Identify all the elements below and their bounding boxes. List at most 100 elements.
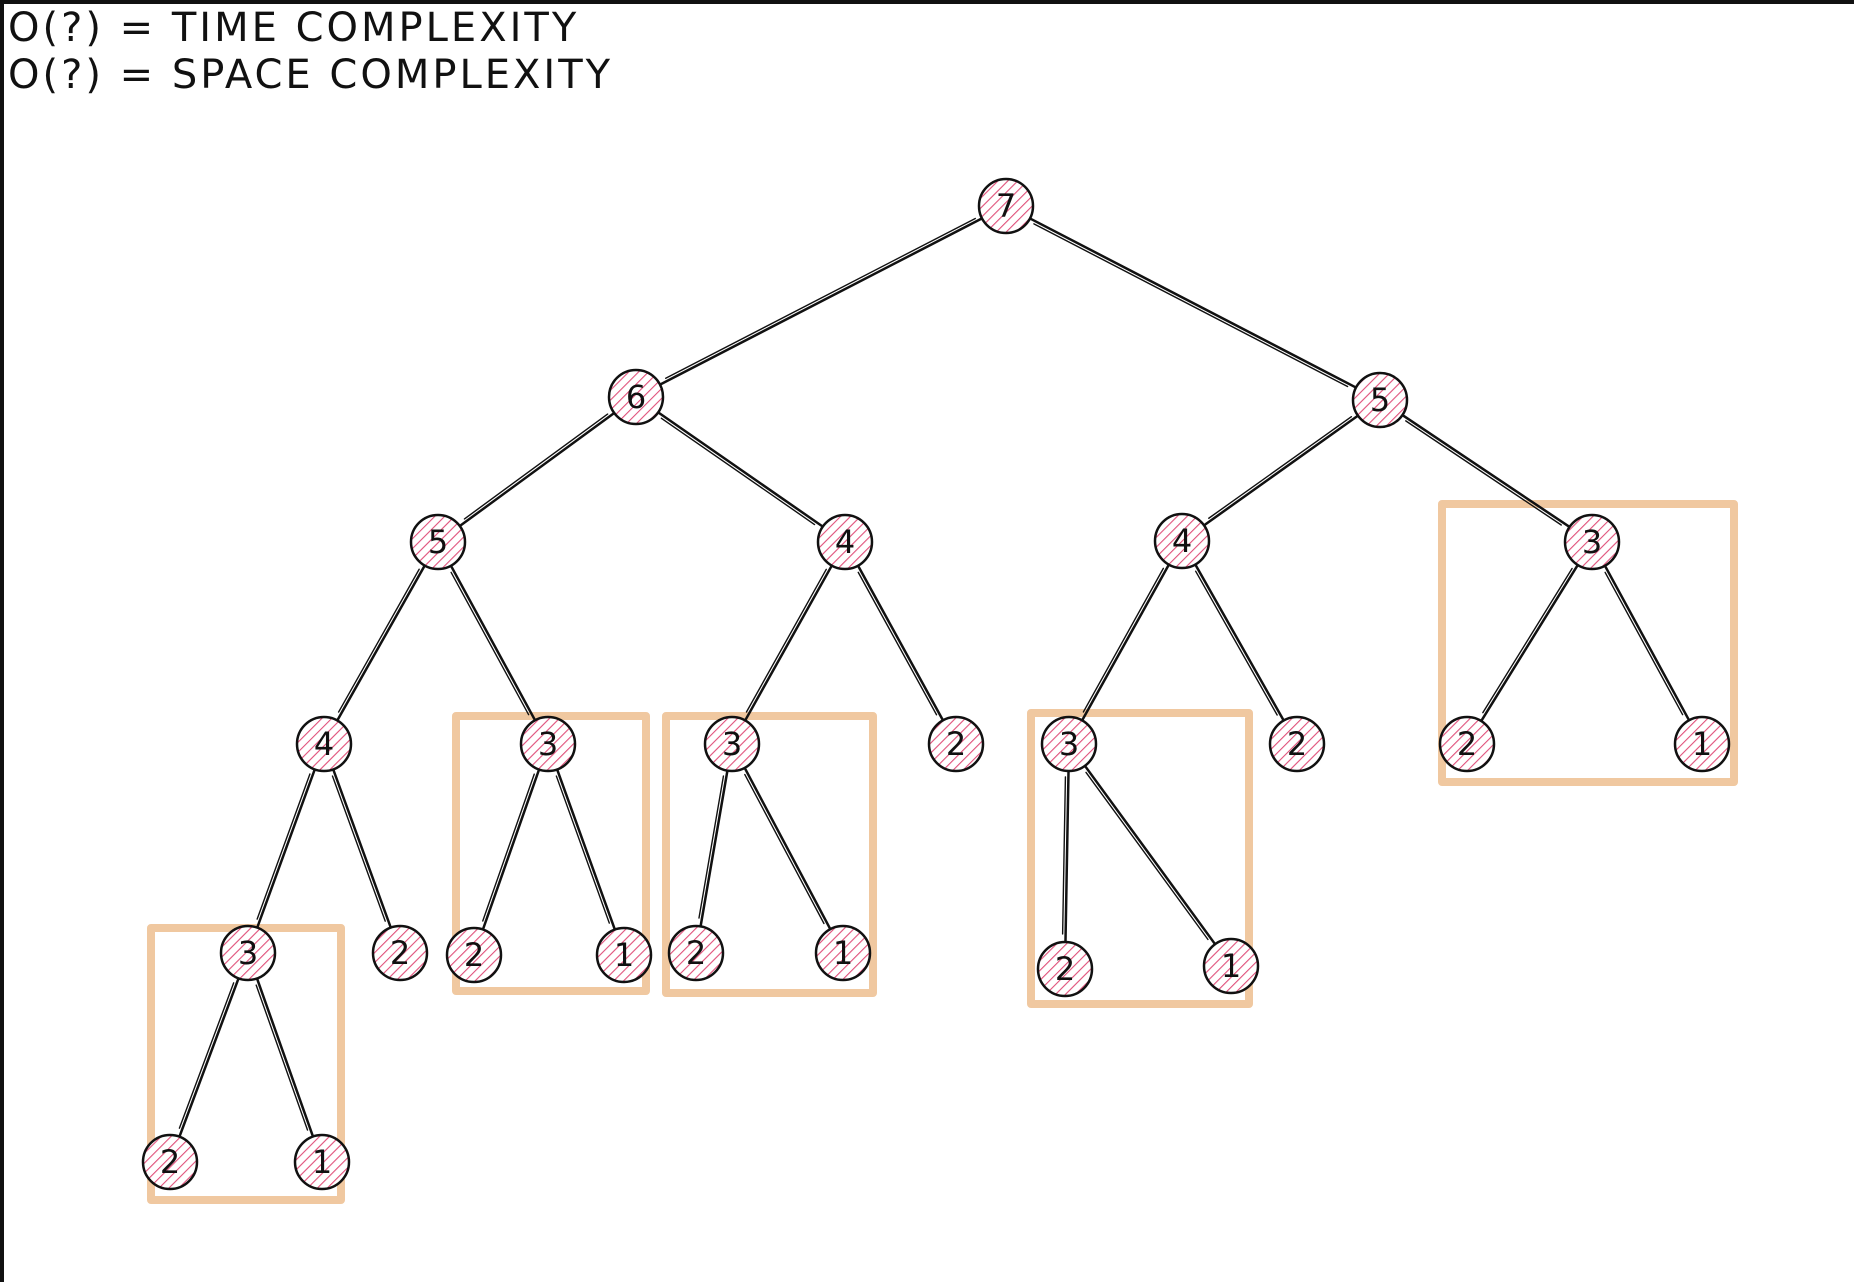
tree-node: 3 xyxy=(219,924,277,982)
tree-node-circle xyxy=(1563,513,1621,571)
tree-edge-n9-n18 xyxy=(481,768,541,931)
tree-node: 2 xyxy=(1268,715,1326,773)
tree-node: 5 xyxy=(1351,371,1409,429)
tree-node-label: 2 xyxy=(1055,950,1075,988)
tree-node-circle xyxy=(1153,512,1211,570)
tree-node-label: 4 xyxy=(835,523,855,561)
tree-edge-n4-n8 xyxy=(336,564,426,722)
tree-edge-n16-n24 xyxy=(178,977,240,1138)
tree-node: 4 xyxy=(816,513,874,571)
tree-node-circle xyxy=(927,715,985,773)
tree-node-label: 3 xyxy=(238,934,258,972)
tree-node-label: 1 xyxy=(833,934,853,972)
tree-node-circle xyxy=(1351,371,1409,429)
tree-node: 2 xyxy=(667,924,725,982)
tree-node: 1 xyxy=(1202,937,1260,995)
tree-node-circle xyxy=(519,715,577,773)
tree-node-circle xyxy=(1036,940,1094,998)
heading-time-complexity: O(?) = TIME COMPLEXITY xyxy=(8,5,580,51)
tree-node-circle xyxy=(977,177,1035,235)
tree-node-circle xyxy=(1040,715,1098,773)
tree-node: 4 xyxy=(1153,512,1211,570)
tree-node-circle xyxy=(816,513,874,571)
tree-node: 1 xyxy=(1673,715,1731,773)
tree-edge-n1-n3 xyxy=(1028,217,1358,389)
tree-node-circle xyxy=(1438,715,1496,773)
tree-node: 3 xyxy=(1563,513,1621,571)
tree-node-label: 5 xyxy=(428,523,448,561)
tree-edge-n6-n12 xyxy=(1080,563,1171,722)
tree-edge-n12-n22 xyxy=(1061,769,1070,944)
tree-node-label: 2 xyxy=(390,934,410,972)
tree-node-circle xyxy=(607,368,665,426)
tree-edge-n7-n15 xyxy=(1603,564,1691,722)
highlight-box-5 xyxy=(1438,500,1738,786)
tree-node-label: 1 xyxy=(1692,725,1712,763)
tree-edge-n8-n17 xyxy=(331,768,393,929)
tree-node: 4 xyxy=(295,715,353,773)
tree-node-label: 1 xyxy=(1221,947,1241,985)
tree-node: 1 xyxy=(293,1133,351,1191)
tree-edge-n2-n5 xyxy=(656,411,825,528)
tree-node-circle xyxy=(445,926,503,984)
tree-node: 3 xyxy=(703,715,761,773)
heading-space-complexity: O(?) = SPACE COMPLEXITY xyxy=(8,52,614,98)
tree-edge-n3-n7 xyxy=(1401,413,1571,529)
tree-node-label: 2 xyxy=(464,936,484,974)
tree-node-circle xyxy=(141,1133,199,1191)
tree-node: 7 xyxy=(977,177,1035,235)
tree-node: 1 xyxy=(814,924,872,982)
tree-node-circle xyxy=(595,926,653,984)
tree-node: 2 xyxy=(1438,715,1496,773)
tree-node-label: 4 xyxy=(1172,522,1192,560)
tree-node-label: 2 xyxy=(1457,725,1477,763)
tree-node-label: 6 xyxy=(626,378,646,416)
tree-edge-n2-n4 xyxy=(458,411,616,528)
tree-node-label: 1 xyxy=(614,936,634,974)
tree-node: 2 xyxy=(1036,940,1094,998)
tree-node: 1 xyxy=(595,926,653,984)
tree-node: 2 xyxy=(927,715,985,773)
frame-left-border xyxy=(0,0,4,1282)
tree-edge-n4-n9 xyxy=(449,564,537,722)
tree-node-label: 3 xyxy=(1582,523,1602,561)
tree-node: 3 xyxy=(1040,715,1098,773)
tree-node: 3 xyxy=(519,715,577,773)
frame-top-border xyxy=(0,0,1854,4)
tree-node-label: 5 xyxy=(1370,381,1390,419)
highlight-box-3 xyxy=(662,712,877,997)
tree-node-label: 3 xyxy=(538,725,558,763)
tree-edge-n8-n16 xyxy=(255,768,317,929)
tree-edge-n1-n2 xyxy=(658,217,984,386)
tree-edge-n12-n23 xyxy=(1083,764,1217,946)
tree-node: 2 xyxy=(371,924,429,982)
tree-edge-n3-n6 xyxy=(1202,414,1360,527)
tree-node-label: 2 xyxy=(1287,725,1307,763)
tree-node-circle xyxy=(219,924,277,982)
tree-edge-n6-n13 xyxy=(1194,563,1285,722)
highlight-box-4 xyxy=(1027,709,1253,1008)
tree-edge-n10-n21 xyxy=(743,766,832,931)
tree-node: 6 xyxy=(607,368,665,426)
tree-node: 5 xyxy=(409,513,467,571)
tree-node-circle xyxy=(371,924,429,982)
highlight-boxes xyxy=(147,500,1738,1204)
tree-node-label: 2 xyxy=(946,725,966,763)
tree-node-label: 1 xyxy=(312,1143,332,1181)
tree-edge-n7-n14 xyxy=(1479,563,1580,723)
tree-edge-n5-n11 xyxy=(856,564,945,722)
tree-node-circle xyxy=(814,924,872,982)
tree-node-label: 3 xyxy=(1059,725,1079,763)
tree-node-circle xyxy=(1673,715,1731,773)
tree-edge-n10-n20 xyxy=(698,769,729,928)
tree-node-circle xyxy=(1202,937,1260,995)
tree-edges xyxy=(178,217,1691,1138)
tree-node-circle xyxy=(667,924,725,982)
tree-node-circle xyxy=(703,715,761,773)
tree-edge-n9-n19 xyxy=(555,768,617,931)
tree-node-circle xyxy=(293,1133,351,1191)
tree-node: 2 xyxy=(141,1133,199,1191)
tree-node-circle xyxy=(295,715,353,773)
